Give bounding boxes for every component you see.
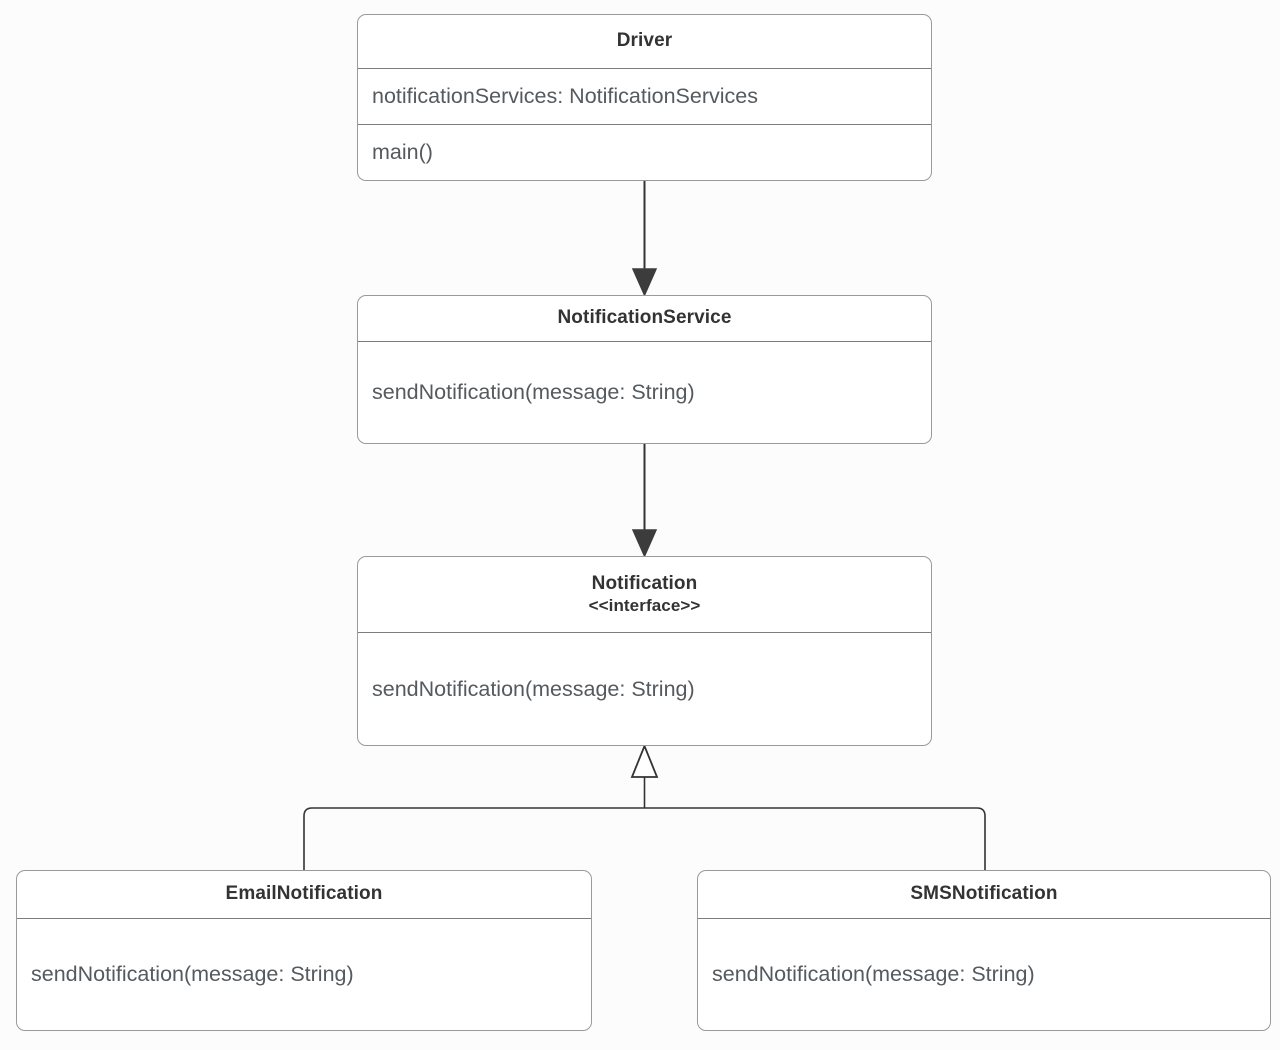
method-text: sendNotification(message: String) xyxy=(31,962,354,987)
class-name-notificationservice: NotificationService xyxy=(358,296,931,342)
class-box-notification[interactable]: Notification <<interface>> sendNotificat… xyxy=(357,556,932,746)
class-box-smsnotification[interactable]: SMSNotification sendNotification(message… xyxy=(697,870,1271,1031)
class-box-emailnotification[interactable]: EmailNotification sendNotification(messa… xyxy=(16,870,592,1031)
method-text: sendNotification(message: String) xyxy=(712,962,1035,987)
class-name-notification: Notification <<interface>> xyxy=(358,557,931,633)
method-text: sendNotification(message: String) xyxy=(372,380,695,405)
attribute-text: notificationServices: NotificationServic… xyxy=(372,84,758,109)
class-method-row: main() xyxy=(358,124,931,179)
class-name-smsnotification: SMSNotification xyxy=(698,871,1270,919)
class-title: Driver xyxy=(616,30,673,52)
method-text: main() xyxy=(372,139,433,164)
class-box-driver[interactable]: Driver notificationServices: Notificatio… xyxy=(357,14,932,181)
class-title: Notification xyxy=(591,573,698,595)
hollow-triangle-arrowhead xyxy=(630,743,659,778)
edge-notificationservice-to-notification xyxy=(631,444,658,558)
class-method-row: sendNotification(message: String) xyxy=(358,342,931,443)
method-text: sendNotification(message: String) xyxy=(372,676,695,701)
class-title: SMSNotification xyxy=(910,883,1058,905)
edge-realization-bus xyxy=(303,743,986,870)
class-attribute-row: notificationServices: NotificationServic… xyxy=(358,69,931,124)
class-method-row: sendNotification(message: String) xyxy=(17,919,591,1030)
class-method-row: sendNotification(message: String) xyxy=(358,633,931,745)
class-name-driver: Driver xyxy=(358,15,931,69)
class-title: EmailNotification xyxy=(225,883,383,905)
class-title: NotificationService xyxy=(557,307,732,329)
interface-stereotype-label: <<interface>> xyxy=(588,595,701,615)
edge-driver-to-notificationservice xyxy=(631,181,658,297)
class-method-row: sendNotification(message: String) xyxy=(698,919,1270,1030)
class-name-emailnotification: EmailNotification xyxy=(17,871,591,919)
class-box-notificationservice[interactable]: NotificationService sendNotification(mes… xyxy=(357,295,932,444)
